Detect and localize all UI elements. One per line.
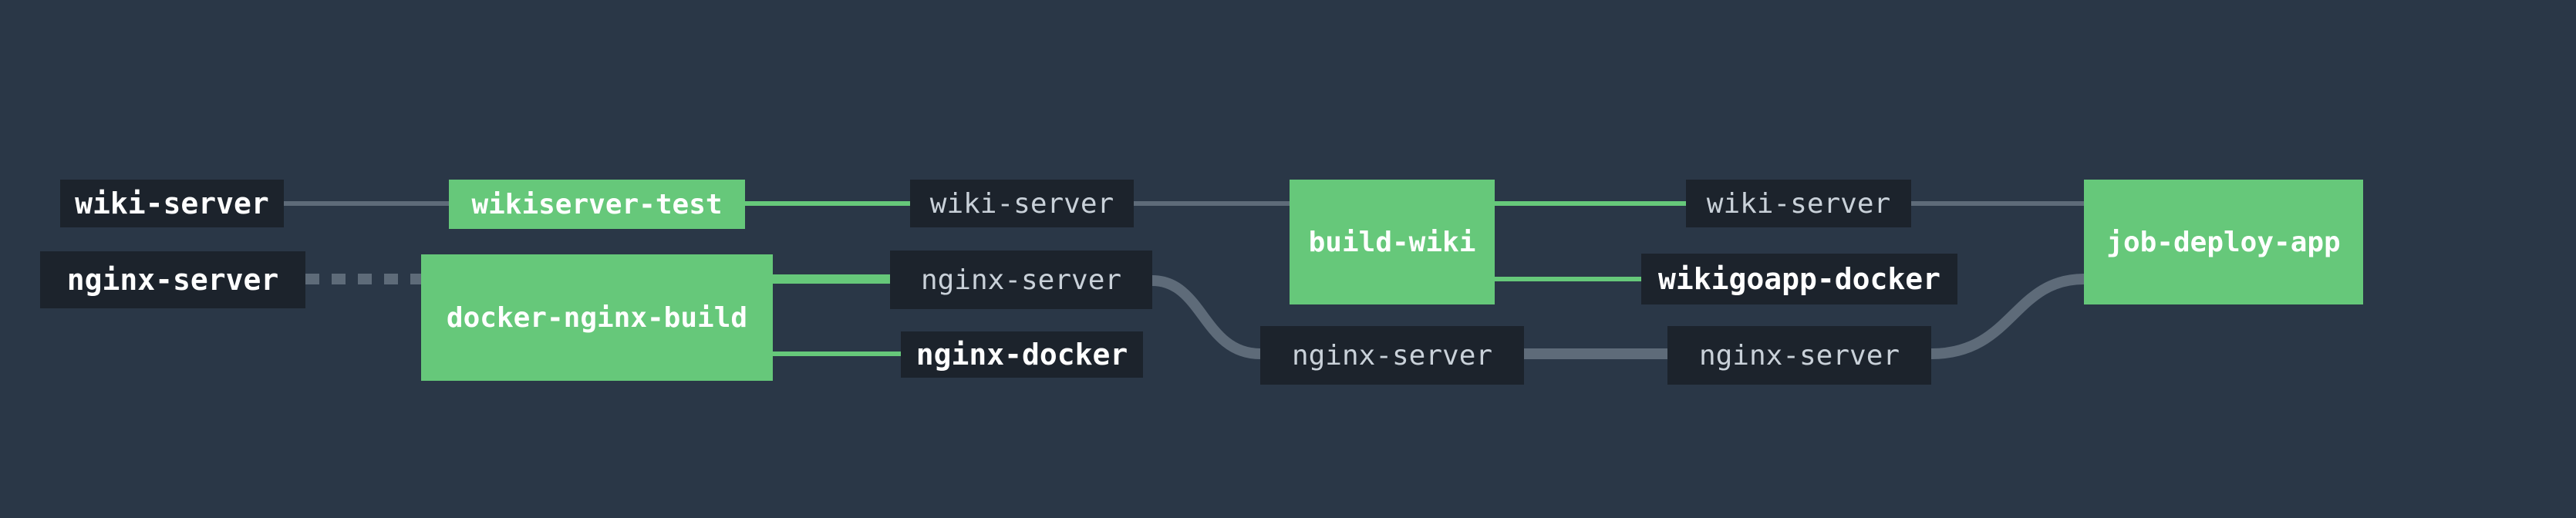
edge-nginx-server-1-to-nginx-server-2: [1151, 275, 1261, 359]
job-label: wikiserver-test: [471, 188, 723, 220]
job-job-deploy-app[interactable]: job-deploy-app: [2084, 180, 2363, 304]
resource-wikigoapp-docker[interactable]: wikigoapp-docker: [1641, 254, 1957, 304]
resource-wiki-server-1[interactable]: wiki-server: [910, 180, 1134, 227]
resource-label: wiki-server: [75, 187, 269, 220]
resource-nginx-server-1[interactable]: nginx-server: [890, 251, 1152, 309]
resource-nginx-server-input[interactable]: nginx-server: [40, 251, 305, 308]
resource-label: nginx-server: [1698, 339, 1900, 372]
resource-label: nginx-server: [1291, 339, 1493, 372]
resource-label: wikigoapp-docker: [1657, 262, 1941, 296]
job-label: job-deploy-app: [2106, 226, 2341, 258]
resource-label: nginx-server: [920, 264, 1122, 296]
resource-wiki-server-2[interactable]: wiki-server: [1686, 180, 1911, 227]
resource-label: nginx-docker: [915, 338, 1128, 372]
resource-wiki-server-input[interactable]: wiki-server: [60, 180, 284, 227]
resource-nginx-docker[interactable]: nginx-docker: [901, 331, 1143, 378]
job-docker-nginx-build[interactable]: docker-nginx-build: [421, 254, 773, 381]
resource-nginx-server-2[interactable]: nginx-server: [1260, 326, 1524, 385]
job-label: docker-nginx-build: [446, 301, 748, 334]
edge-nginx-server-3-to-job-deploy-app: [1930, 274, 2085, 359]
job-wikiserver-test[interactable]: wikiserver-test: [449, 180, 745, 229]
job-build-wiki[interactable]: build-wiki: [1290, 180, 1495, 304]
resource-label: wiki-server: [1706, 187, 1891, 220]
resource-nginx-server-3[interactable]: nginx-server: [1667, 326, 1931, 385]
resource-label: wiki-server: [929, 187, 1114, 220]
resource-label: nginx-server: [66, 263, 279, 297]
job-label: build-wiki: [1308, 226, 1476, 258]
